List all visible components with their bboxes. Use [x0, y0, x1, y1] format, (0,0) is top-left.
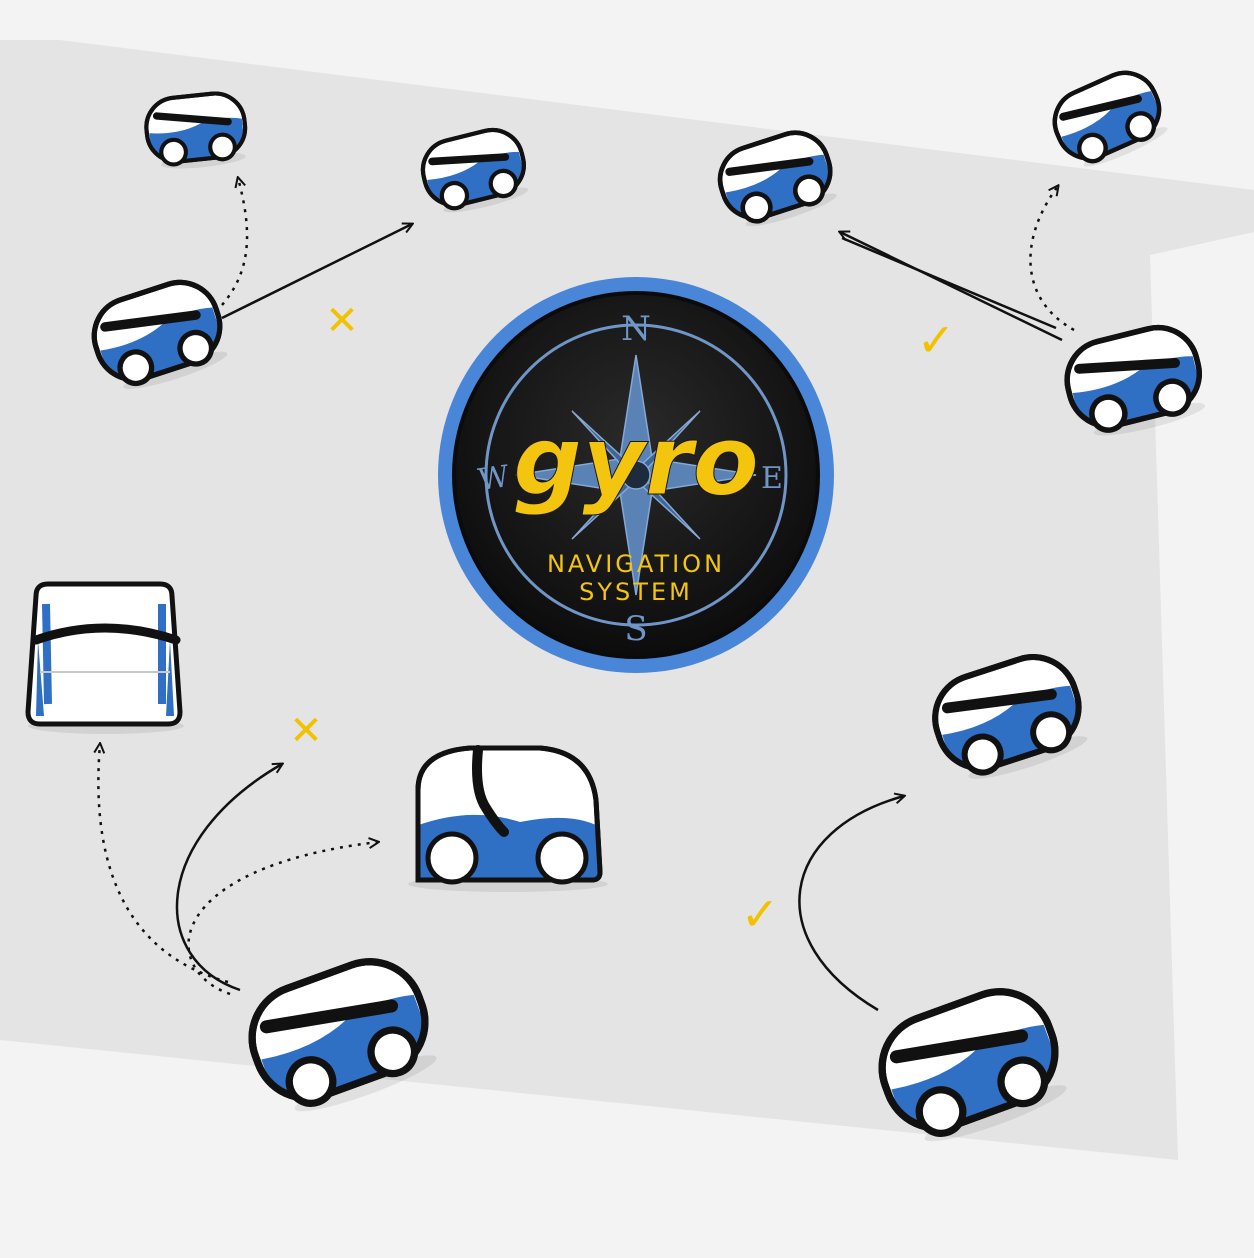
check-mark: ✓ [741, 887, 780, 941]
compass-north-label: N [621, 309, 651, 349]
brand-wordmark: gyro [513, 405, 759, 517]
solid-path-arrow [221, 224, 412, 320]
cross-mark: ✕ [289, 708, 323, 754]
solid-path-arrow-1 [840, 232, 1063, 342]
scenario-top-right: ✓ [712, 63, 1211, 445]
compass-ring [484, 323, 788, 627]
dotted-path-arrow [1029, 186, 1075, 332]
subtitle-line-1: NAVIGATION [547, 550, 725, 578]
scenario-bottom-left: ✕ [25, 581, 608, 1126]
compass-south-label: S [624, 609, 647, 649]
compass-rose-icon [515, 354, 757, 596]
robot-side-view [408, 745, 608, 892]
compass-west-label: W [476, 459, 512, 498]
solid-path-arrow [798, 796, 904, 1012]
solid-path-arrow-2 [841, 236, 1057, 330]
dotted-path-arrow [221, 178, 249, 306]
dotted-path-arrow-right [187, 842, 378, 996]
gyro-logo: N S E W gyro NAVIGATION SYSTEM [438, 277, 834, 673]
check-mark: ✓ [917, 313, 956, 367]
cross-mark: ✕ [325, 298, 359, 344]
subtitle-line-2: SYSTEM [579, 578, 693, 606]
scenario-bottom-right: ✓ [741, 646, 1094, 1157]
scenario-top-left: ✕ [84, 91, 532, 400]
compass-east-label: E [761, 461, 783, 496]
robot-front-view [25, 581, 184, 734]
solid-path-arrow [175, 764, 282, 992]
